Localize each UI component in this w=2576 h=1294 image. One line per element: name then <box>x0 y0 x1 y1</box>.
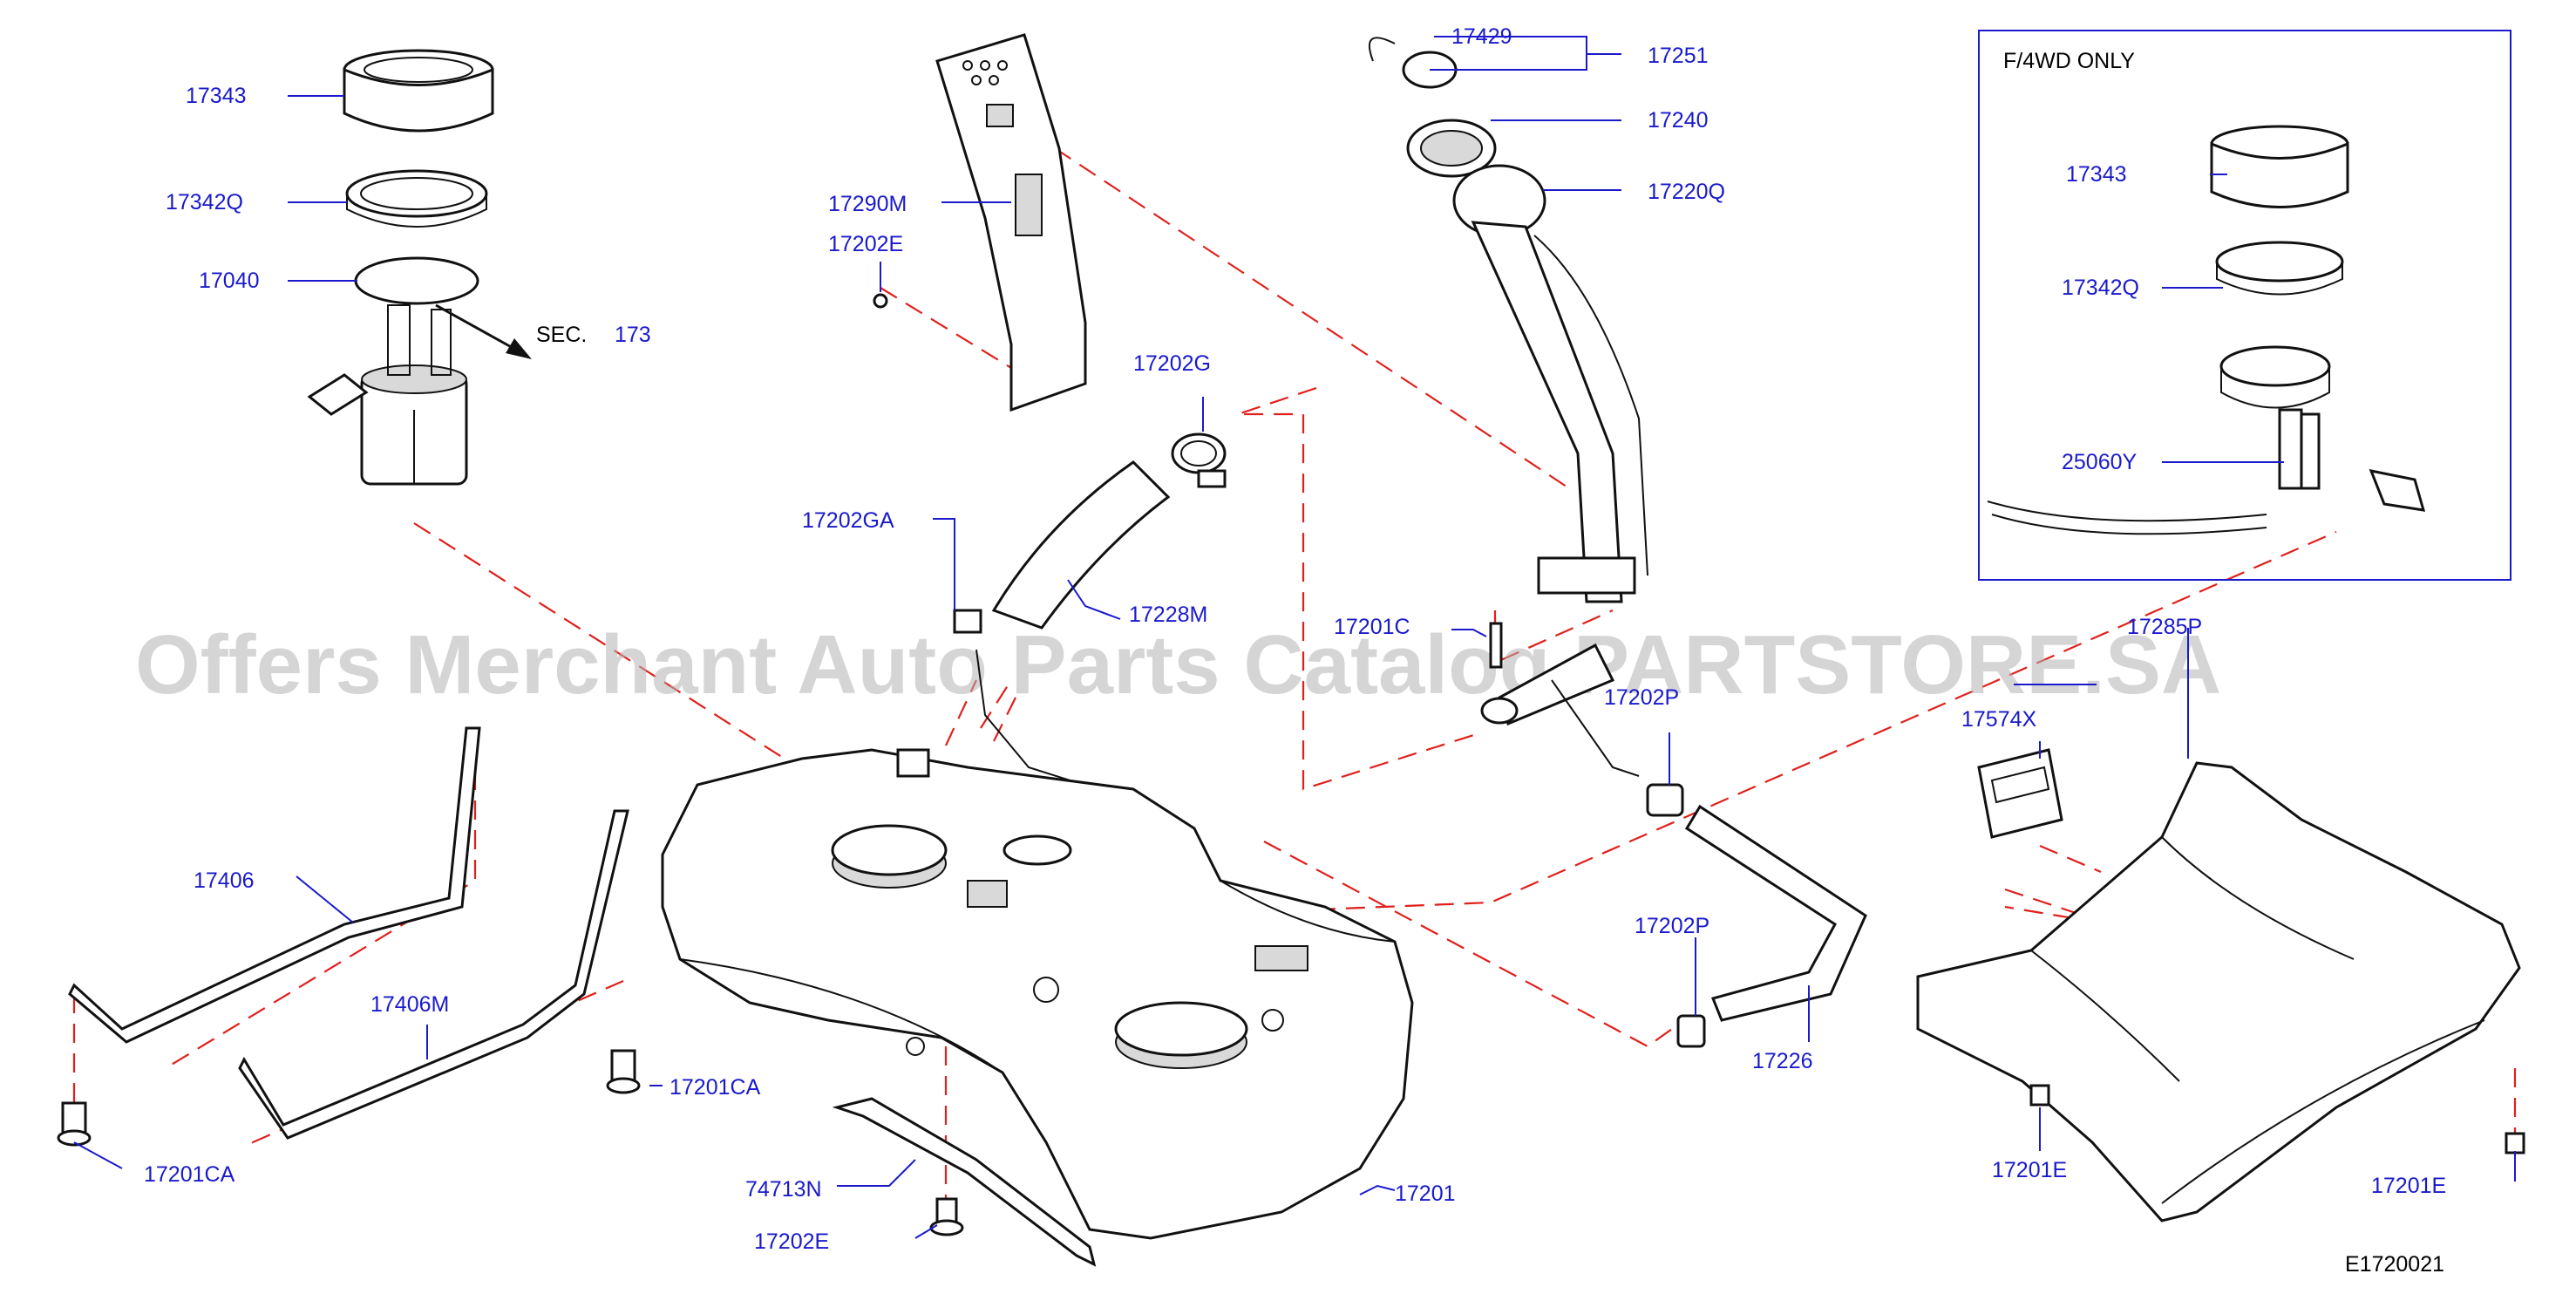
label-17201e-left: 17201E <box>1992 1158 2067 1182</box>
label-17201ca-right: 17201CA <box>669 1075 761 1100</box>
label-sec-173: 173 <box>615 323 651 347</box>
label-17574x: 17574X <box>1961 707 2037 732</box>
label-17201ca-left: 17201CA <box>144 1162 235 1187</box>
protector-drawing <box>873 33 1087 412</box>
label-17202ga: 17202GA <box>802 508 894 533</box>
fuel-tank-drawing <box>661 748 1414 1240</box>
tank-protector-drawing <box>832 1097 1097 1267</box>
label-17226: 17226 <box>1752 1049 1813 1073</box>
label-sec-prefix: SEC. <box>536 323 587 347</box>
inset-title: F/4WD ONLY <box>2003 49 2135 73</box>
bolts-drawing <box>57 622 1503 1236</box>
label-17202p: 17202P <box>1635 914 1709 938</box>
leader-lines <box>73 36 2516 1239</box>
label-17201: 17201 <box>1395 1182 1456 1206</box>
tank-unit-ring-drawing <box>343 49 494 133</box>
label-17202p-top: 17202P <box>1604 685 1679 710</box>
label-17040: 17040 <box>199 269 260 293</box>
inset-box <box>1978 30 2511 581</box>
label-17220q: 17220Q <box>1648 180 1725 204</box>
label-17240: 17240 <box>1648 108 1709 133</box>
inset-label-25060y: 25060Y <box>2062 450 2138 474</box>
part-labels: 17343 17342Q 17040 SEC. 173 17290M 17202… <box>144 24 2446 1254</box>
label-17201c: 17201C <box>1334 615 1410 639</box>
label-17201e-right: 17201E <box>2371 1174 2446 1198</box>
inset-labels: F/4WD ONLY 17343 17342Q 25060Y <box>2003 49 2139 474</box>
label-17406m: 17406M <box>370 992 449 1017</box>
label-17202e-lower: 17202E <box>754 1229 829 1254</box>
label-17202e-upper: 17202E <box>828 232 903 256</box>
label-17251: 17251 <box>1648 44 1709 68</box>
label-17429: 17429 <box>1451 24 1512 49</box>
inset-label-17343: 17343 <box>2066 162 2127 187</box>
label-17228m: 17228M <box>1129 603 1207 627</box>
filler-tube-drawing <box>1369 37 1684 817</box>
inset-label-17342q: 17342Q <box>2062 276 2139 300</box>
label-17285p: 17285P <box>2127 615 2202 639</box>
watermark-text: Offers Merchant Auto Parts Catalog PARTS… <box>135 618 2221 712</box>
diagram-code: E1720021 <box>2345 1252 2444 1277</box>
label-17343: 17343 <box>186 84 247 108</box>
label-17202g: 17202G <box>1133 351 1211 376</box>
tank-bands-drawing <box>68 726 629 1140</box>
clip-17574x-drawing <box>1977 748 2063 839</box>
tank-unit-seal-drawing <box>345 169 488 228</box>
heat-insulator-drawing <box>1916 761 2525 1222</box>
section-arrow <box>435 303 532 359</box>
label-74713n: 74713N <box>745 1177 822 1202</box>
filler-hose-drawing <box>953 432 1227 794</box>
label-17290m: 17290M <box>828 192 907 216</box>
label-17342q: 17342Q <box>166 190 243 215</box>
label-17406: 17406 <box>194 868 255 893</box>
fuel-pump-drawing <box>307 256 479 486</box>
vent-hose-drawing <box>1676 804 1867 1048</box>
